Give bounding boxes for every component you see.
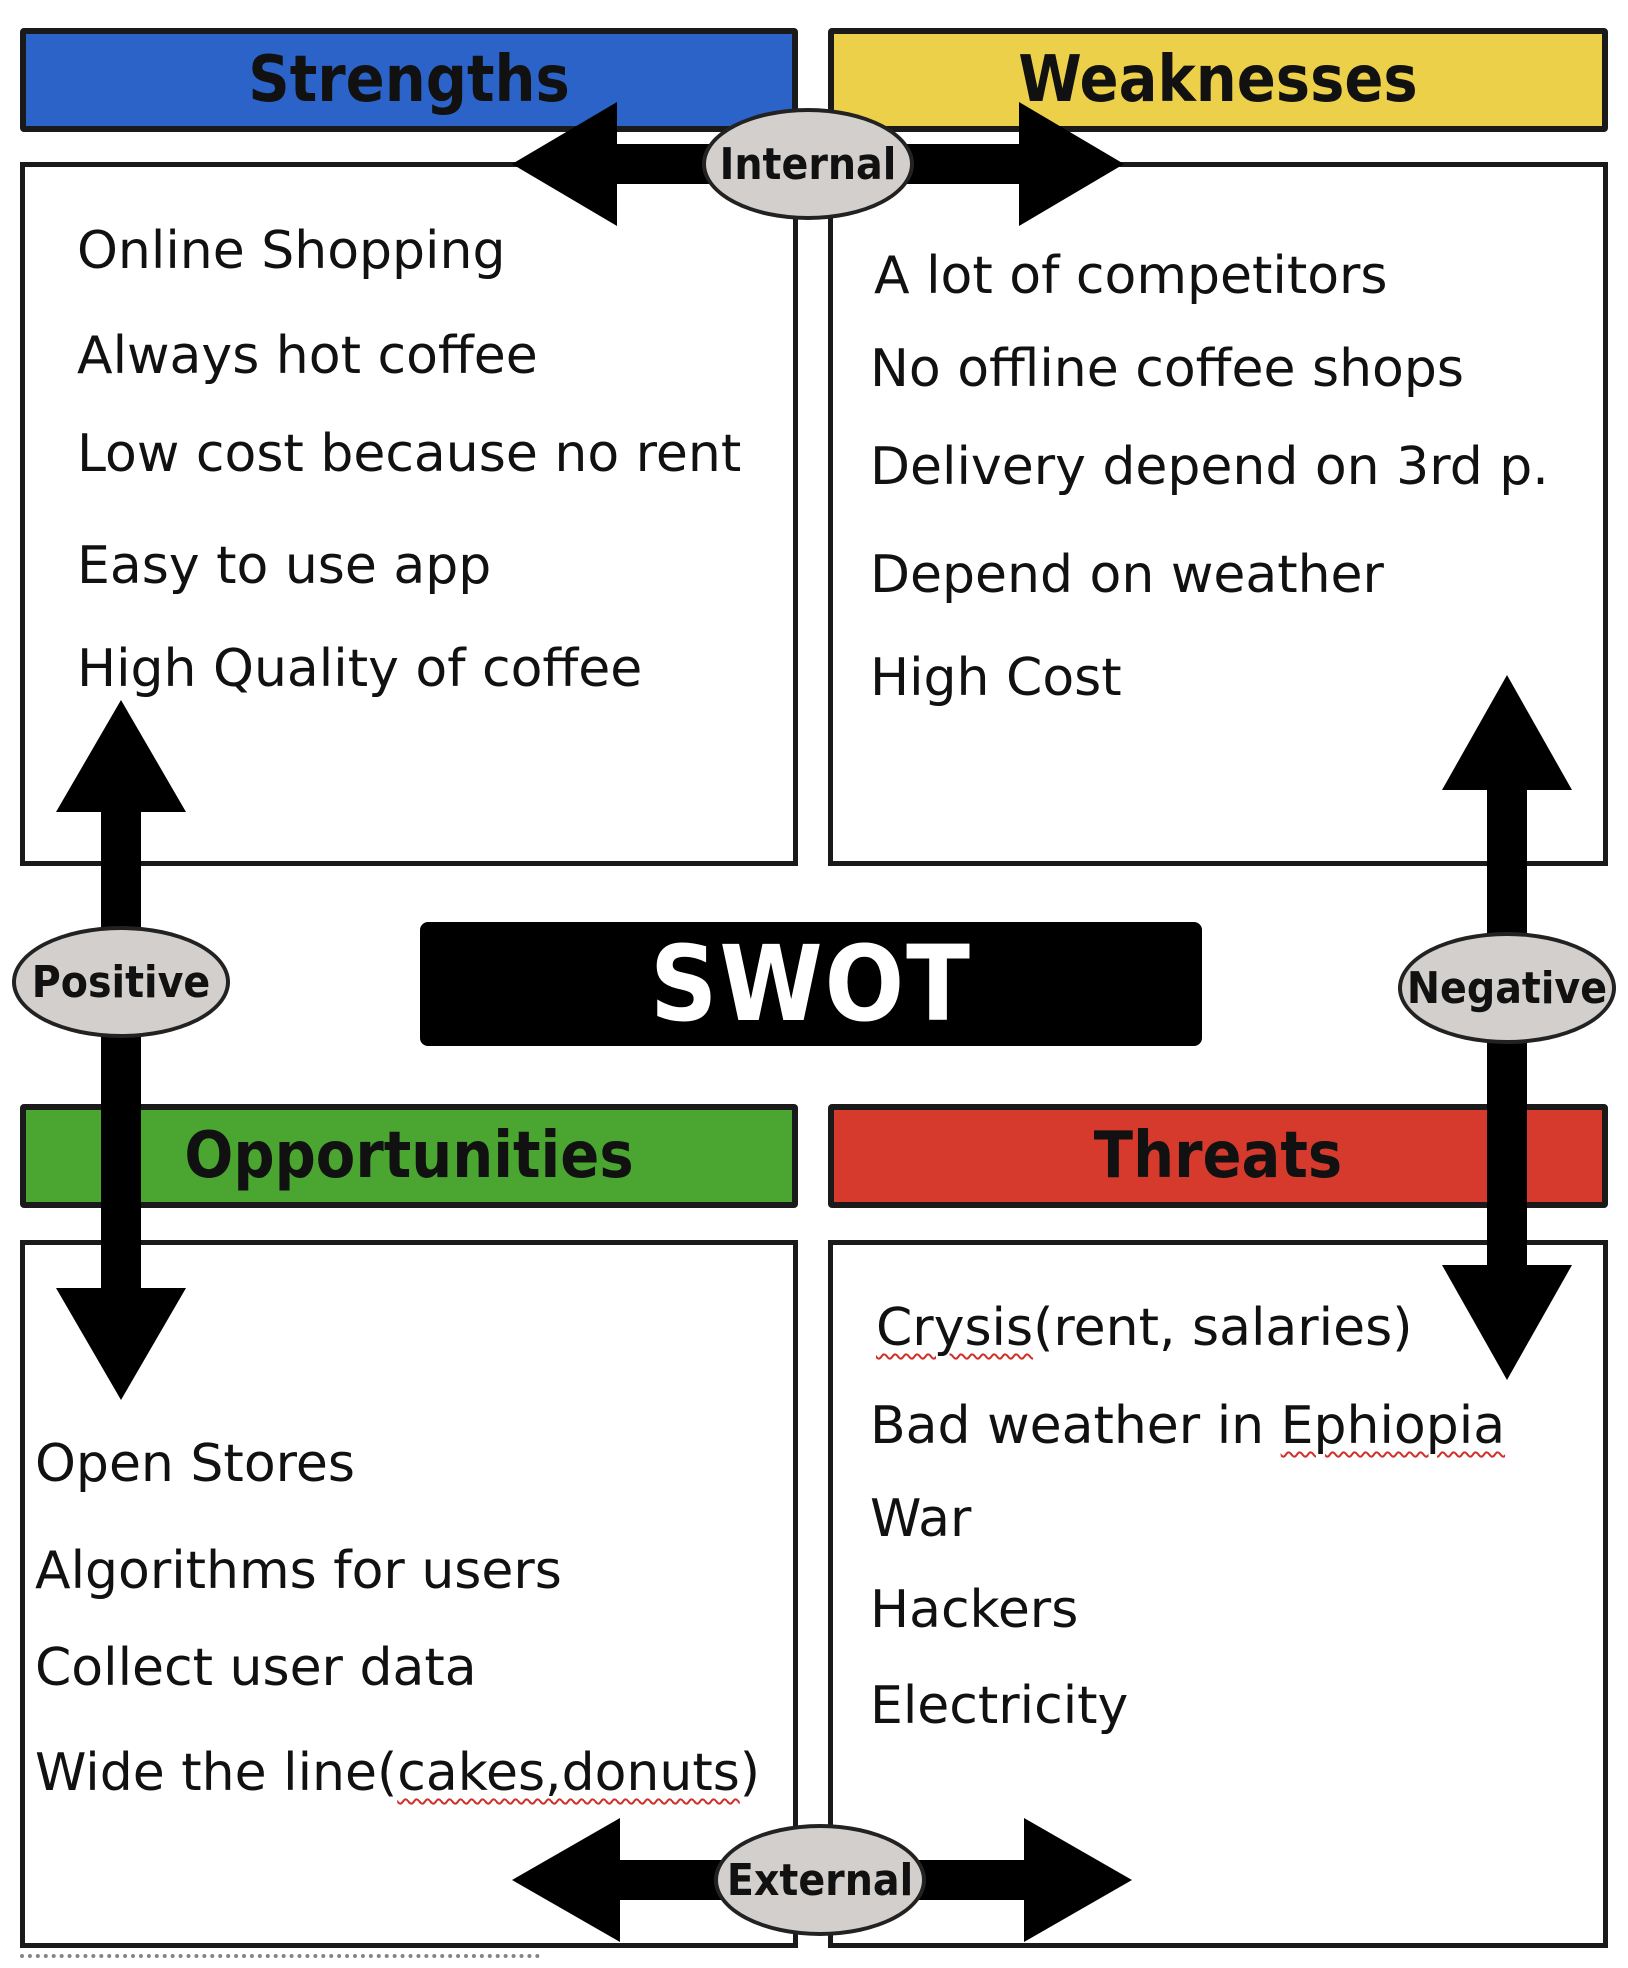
weakness-item: No offline coffee shops bbox=[870, 339, 1464, 399]
strengths-header: Strengths bbox=[20, 28, 798, 132]
threat-item: War bbox=[870, 1489, 972, 1549]
weakness-item: High Cost bbox=[870, 648, 1122, 708]
external-label: External bbox=[714, 1824, 926, 1936]
opportunity-item: Collect user data bbox=[35, 1638, 477, 1698]
positive-arrow bbox=[56, 700, 186, 1400]
negative-label: Negative bbox=[1398, 932, 1616, 1044]
cropped-footer-text bbox=[20, 1954, 540, 1962]
opportunities-header: Opportunities bbox=[20, 1104, 798, 1208]
threat-item-prefix: Bad weather in bbox=[870, 1396, 1281, 1456]
spellcheck-word: Ephiopia bbox=[1280, 1396, 1506, 1456]
strength-item: Easy to use app bbox=[77, 536, 492, 596]
weakness-item: Delivery depend on 3rd p. bbox=[870, 437, 1549, 497]
opportunity-item: Open Stores bbox=[35, 1434, 355, 1494]
weakness-item: A lot of competitors bbox=[874, 246, 1388, 306]
strength-item: High Quality of coffee bbox=[77, 639, 643, 699]
swot-title: SWOT bbox=[420, 922, 1202, 1046]
strength-item: Low cost because no rent bbox=[77, 424, 742, 484]
weaknesses-header: Weaknesses bbox=[828, 28, 1608, 132]
opportunity-item: Wide the line(cakes,donuts) bbox=[35, 1747, 760, 1799]
threats-box bbox=[828, 1240, 1608, 1948]
spellcheck-word: Crysis bbox=[876, 1298, 1034, 1358]
threat-item: Electricity bbox=[870, 1676, 1129, 1736]
opportunity-item-prefix: Wide the line( bbox=[35, 1743, 398, 1803]
strength-item: Always hot coffee bbox=[77, 326, 538, 386]
threat-item: Bad weather in Ephiopia bbox=[870, 1400, 1505, 1452]
weakness-item: Depend on weather bbox=[870, 545, 1384, 605]
spellcheck-word: cakes,donuts bbox=[397, 1743, 740, 1803]
threats-header: Threats bbox=[828, 1104, 1608, 1208]
opportunity-item-suffix: ) bbox=[739, 1743, 761, 1803]
threat-item-suffix: (rent, salaries) bbox=[1033, 1298, 1413, 1358]
strength-item: Online Shopping bbox=[77, 221, 506, 281]
threat-item: Crysis(rent, salaries) bbox=[876, 1302, 1412, 1354]
threat-item: Hackers bbox=[870, 1580, 1079, 1640]
opportunities-box bbox=[20, 1240, 798, 1948]
positive-label: Positive bbox=[12, 926, 230, 1038]
opportunity-item: Algorithms for users bbox=[35, 1541, 562, 1601]
strengths-box bbox=[20, 162, 798, 866]
internal-label: Internal bbox=[702, 108, 914, 220]
